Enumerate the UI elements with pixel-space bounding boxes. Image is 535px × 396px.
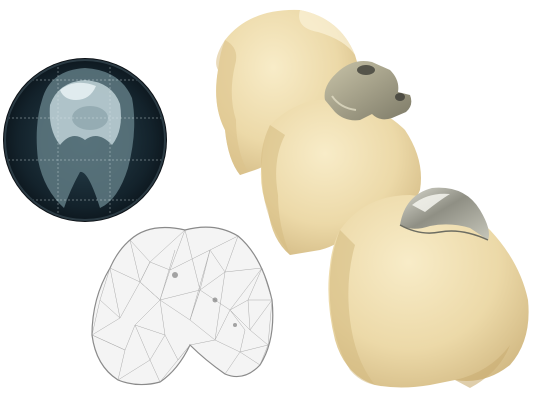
bone-model-with-implant [328, 188, 528, 388]
ct-scan-circle [0, 55, 170, 225]
wireframe-bone-mesh [92, 227, 273, 384]
